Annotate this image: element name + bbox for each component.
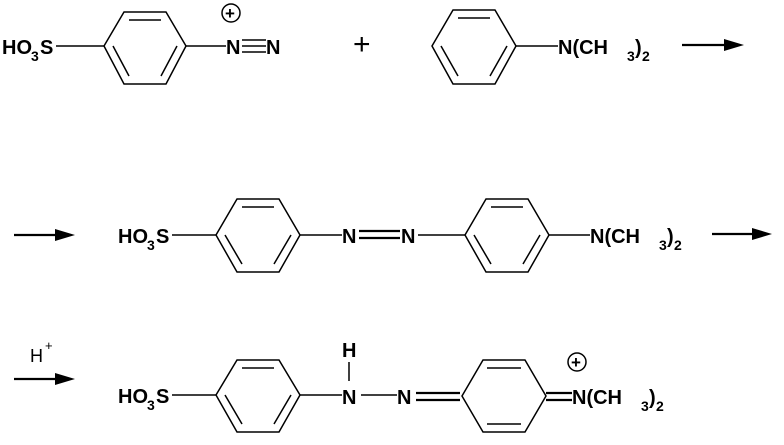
diazonium-reactant: HO 3 S N N + [2, 3, 280, 85]
reaction-arrow-4 [14, 373, 75, 385]
dimethylamino-close: ) [635, 37, 642, 59]
reaction-arrow-1 [682, 39, 744, 51]
ring-double-bond [473, 234, 492, 265]
dimethylamino-close: ) [649, 387, 656, 409]
hydrazo-n2: N [397, 387, 411, 409]
sulfonic-acid-label-s: S [156, 386, 169, 408]
arrow-head-icon [55, 229, 75, 241]
dimethylamino-sub2: 2 [642, 48, 650, 64]
acid-condition-h: H [30, 346, 43, 366]
benzene-ring [215, 198, 301, 273]
benzene-ring [431, 9, 517, 85]
dimethylamino-label: N(CH [572, 387, 622, 409]
diazonium-n2: N [266, 37, 280, 59]
sulfonic-acid-label-s: S [40, 37, 53, 59]
sulfonic-acid-label-ho: HO [118, 386, 148, 408]
sulfonic-acid-label-ho: HO [118, 226, 148, 248]
azo-n1: N [342, 226, 356, 248]
sulfonic-acid-label-sub: 3 [31, 48, 39, 64]
ring-double-bond [273, 394, 292, 425]
positive-charge-icon [221, 3, 241, 23]
sulfonic-acid-label-ho: HO [2, 37, 32, 59]
ring-double-bond [522, 234, 541, 265]
arrow-head-icon [724, 39, 744, 51]
azo-intermediate: HO 3 S N N N(CH 3 ) 2 [118, 198, 682, 273]
reaction-arrow-3 [712, 228, 772, 240]
dimethylaniline-reactant: N(CH 3 ) 2 [431, 9, 650, 85]
arrow-head-icon [752, 228, 772, 240]
diazonium-n1: N [226, 37, 240, 59]
ring-double-bond [489, 45, 508, 77]
acid-condition-plus: + [45, 338, 53, 353]
benzene-ring [464, 198, 550, 273]
hydrazo-h: H [342, 340, 356, 362]
ring-double-bond [440, 45, 459, 77]
acid-condition: H + [30, 338, 53, 366]
dimethylamino-close: ) [667, 226, 674, 248]
quinoid-ring [461, 359, 547, 433]
positive-charge-icon [567, 352, 587, 372]
dimethylamino-sub3: 3 [641, 398, 649, 414]
ring-double-bond [224, 234, 243, 265]
arrow-head-icon [55, 373, 75, 385]
plus-sign: + [353, 28, 371, 61]
benzene-ring [215, 359, 301, 433]
ring-double-bond [160, 45, 178, 77]
dimethylamino-sub3: 3 [627, 48, 635, 64]
reaction-arrow-2 [14, 229, 75, 241]
azo-n2: N [401, 226, 415, 248]
dimethylamino-label: N(CH [558, 37, 608, 59]
ring-double-bond [112, 45, 130, 77]
sulfonic-acid-label-sub: 3 [147, 397, 155, 413]
dimethylamino-sub3: 3 [659, 237, 667, 253]
protonated-product: HO 3 S N H N N(CH 3 ) 2 + [118, 340, 664, 433]
benzene-ring [103, 11, 187, 85]
dimethylamino-label: N(CH [590, 226, 640, 248]
hydrazo-n1: N [342, 387, 356, 409]
sulfonic-acid-label-sub: 3 [147, 237, 155, 253]
sulfonic-acid-label-s: S [156, 226, 169, 248]
positive-charge-sign: + [571, 353, 581, 372]
ring-double-bond [224, 394, 243, 425]
positive-charge-sign: + [225, 4, 235, 23]
ring-double-bond [273, 234, 292, 265]
dimethylamino-sub2: 2 [674, 237, 682, 253]
dimethylamino-sub2: 2 [656, 398, 664, 414]
